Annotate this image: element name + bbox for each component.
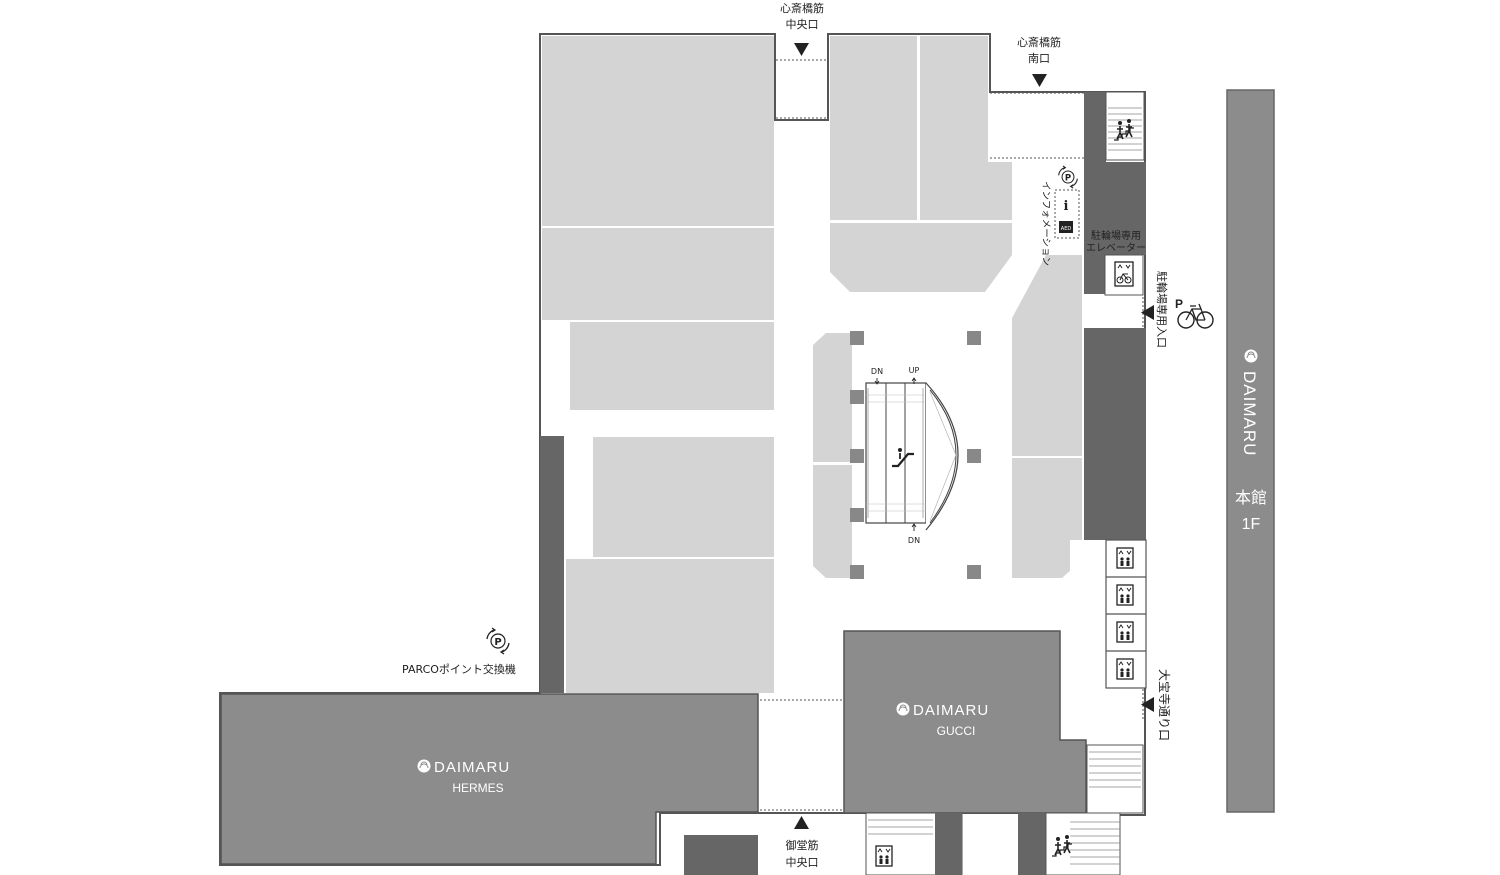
parking-letter: P [1175,297,1183,311]
bottom-structures [684,812,1121,875]
shop-right-center [1012,255,1082,578]
entrance-shinsaibashi-south-line2: 南口 [1028,52,1050,65]
bicycle-elevator-icon [1114,261,1134,287]
bicycle-elevator-label-line2: エレベーター [1086,242,1146,254]
gucci-label: GUCCI [937,724,976,738]
hermes-store: DAIMARU HERMES [220,693,759,865]
entrance-arrows [794,43,1154,829]
elevator-icon [1116,621,1134,643]
entrance-midosuji-line1: 御堂筋 [786,838,819,852]
entrance-arrow-icon [794,43,809,56]
gucci-brand: DAIMARU [913,702,989,719]
entrance-lines [760,59,1144,811]
shop-left-center [813,333,852,578]
wall-column [540,436,564,693]
shop-block [570,322,774,410]
aed-icon: AED [1059,221,1073,233]
bicycle-parking-icon: P [1175,297,1214,329]
elevator-bank [1070,539,1147,690]
daimaru-logo-icon [417,759,431,773]
shop-block [542,36,774,226]
entrance-midosuji-line2: 中央口 [786,856,819,869]
elevator-icon [1116,658,1134,680]
escalator: DN UP DN [865,366,959,545]
right-corridor [1084,91,1146,540]
entrance-arrow-icon [1032,74,1047,87]
escalator-up-top-label: UP [909,366,920,375]
bicycle-elevator-label-line1: 駐輪場専用 [1091,229,1141,242]
daimaru-logo-icon [896,702,910,716]
main-building: DAIMARU 本館 1F [1226,89,1275,813]
main-building-name: 本館 [1235,488,1267,507]
daimaru-logo-icon [1244,349,1258,363]
escalator-dn-top-label: DN [871,367,883,376]
entrance-daihoji-label: 大宝寺通り口 [1157,669,1171,741]
information-desk: i AED インフォメーション [1040,165,1080,266]
entrance-shinsaibashi-central-line1: 心斎橋筋 [780,1,824,15]
elevator-icon [1116,584,1134,606]
svg-text:AED: AED [1061,226,1072,232]
escalator-dn-bottom-label: DN [908,536,920,545]
info-icon: i [1060,197,1073,214]
shops-upper-center [830,36,1012,292]
entrance-shinsaibashi-south-line1: 心斎橋筋 [1017,35,1061,49]
svg-text:i: i [1064,199,1069,214]
entrance-shinsaibashi-central-line2: 中央口 [786,18,819,31]
entrance-arrow-icon [1141,305,1154,320]
entrance-arrow-icon [794,816,809,829]
main-building-floor: 1F [1242,516,1261,533]
parco-point-exchanger: PARCOポイント交換機 [402,627,516,676]
escalator-icon [892,448,914,468]
entrance-bicycle-label: 駐輪場専用入口 [1155,271,1169,348]
parco-point-icon [486,627,510,655]
hermes-label: HERMES [452,781,503,795]
shop-block [542,228,774,320]
entrance-arrow-icon [1141,697,1154,712]
lower-right-stairs [1086,744,1144,814]
main-building-brand: DAIMARU [1240,371,1259,456]
information-label: インフォメーション [1040,181,1051,266]
shops-left [542,36,774,693]
gucci-store: DAIMARU GUCCI [843,630,1087,814]
shop-block [593,437,774,557]
elevator-icon [875,845,893,867]
elevator-icon [1116,547,1134,569]
hermes-brand: DAIMARU [434,759,510,776]
pillars [850,331,981,579]
parco-point-label: PARCOポイント交換機 [402,662,516,676]
shop-block [566,559,774,693]
